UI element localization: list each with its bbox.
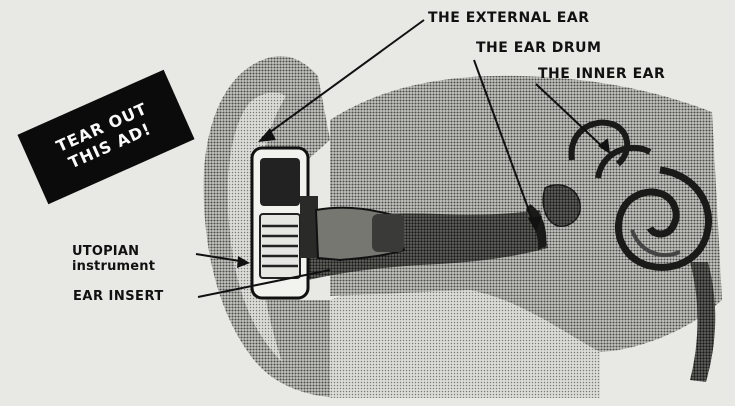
label-instrument: instrument	[72, 259, 155, 274]
label-ear-insert: EAR INSERT	[73, 289, 164, 305]
ossicles-shape	[543, 185, 580, 226]
label-inner-ear: THE INNER EAR	[538, 66, 665, 82]
label-utopian-instrument: UTOPIAN instrument	[72, 244, 155, 274]
label-external-ear: THE EXTERNAL EAR	[428, 10, 589, 26]
label-utopian: UTOPIAN	[72, 244, 155, 259]
label-ear-drum: THE EAR DRUM	[476, 40, 601, 56]
ear-insert-tip-shape	[372, 214, 404, 252]
